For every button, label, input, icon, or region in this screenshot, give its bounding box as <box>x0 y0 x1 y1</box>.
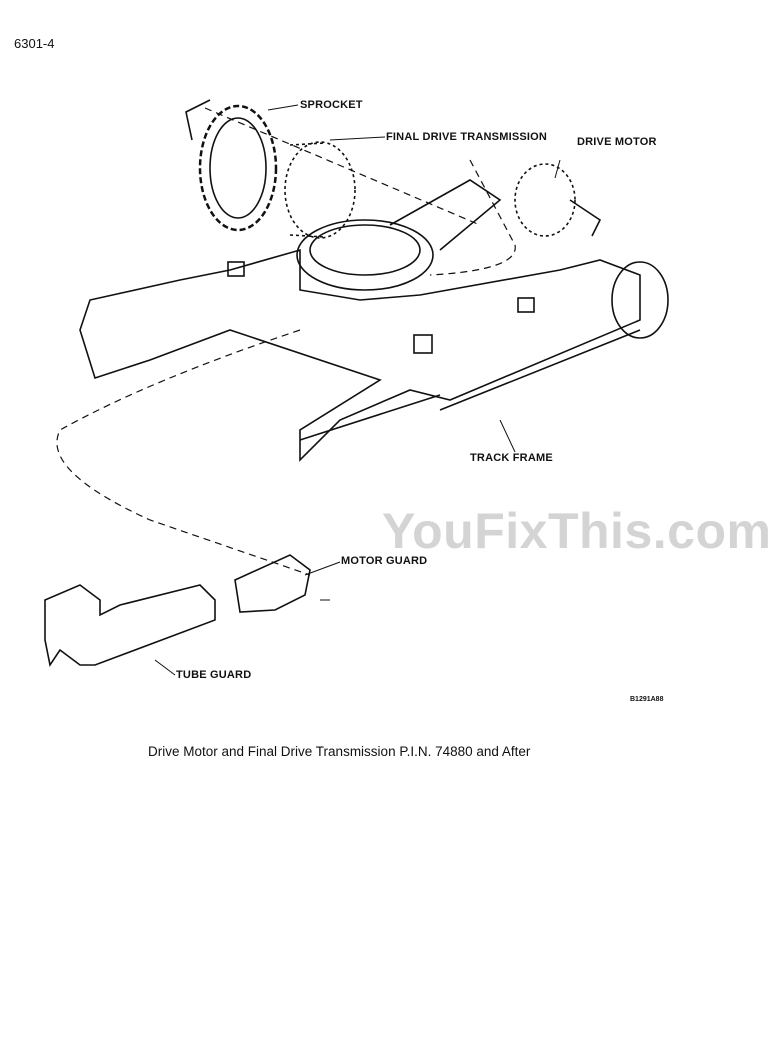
motor-guard-drawing <box>234 554 311 613</box>
label-tube-guard: TUBE GUARD <box>176 669 252 681</box>
final-drive-drawing <box>284 141 356 239</box>
label-sprocket: SPROCKET <box>300 99 363 111</box>
label-drive-motor: DRIVE MOTOR <box>577 136 657 148</box>
drive-motor-drawing <box>514 163 602 237</box>
sprocket-drawing <box>185 99 278 232</box>
track-frame-drawing <box>79 179 669 462</box>
figure-id: B1291A88 <box>630 696 664 703</box>
page-number: 6301-4 <box>14 36 55 51</box>
tube-guard-drawing <box>44 584 216 668</box>
label-motor-guard: MOTOR GUARD <box>341 555 428 567</box>
label-track-frame: TRACK FRAME <box>470 452 553 464</box>
figure-caption: Drive Motor and Final Drive Transmission… <box>148 744 531 759</box>
label-final-drive-transmission: FINAL DRIVE TRANSMISSION <box>386 131 548 143</box>
watermark: YouFixThis.com <box>382 503 772 559</box>
